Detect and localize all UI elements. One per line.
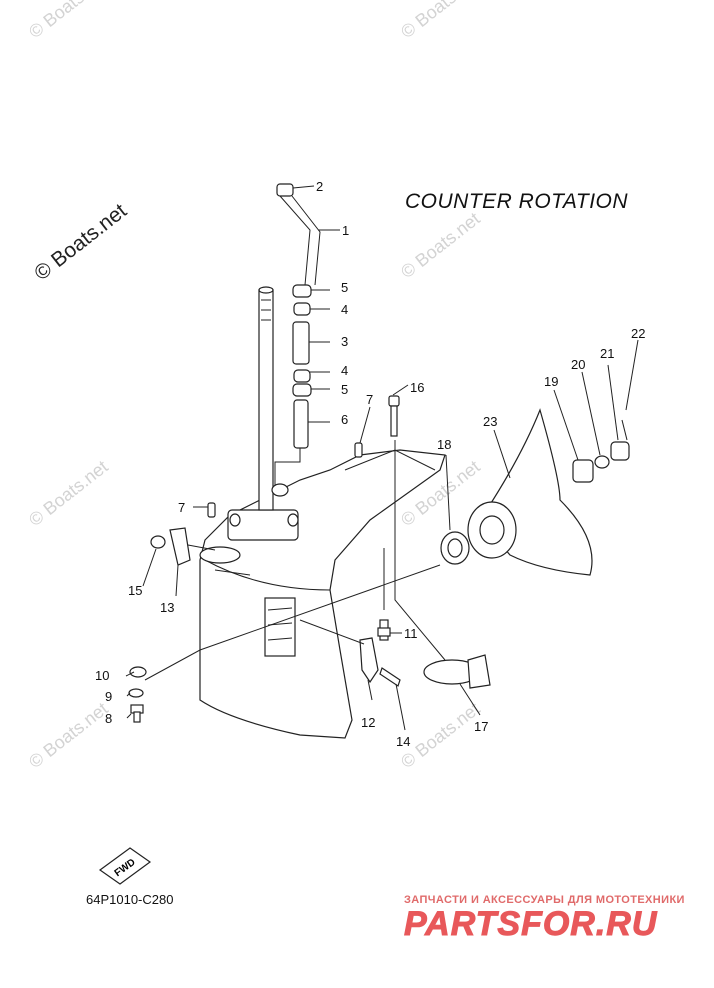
callout-20: 20 bbox=[571, 357, 585, 372]
anode-plate bbox=[423, 654, 491, 689]
callout-5: 5 bbox=[341, 280, 348, 295]
callout-3: 3 bbox=[341, 334, 348, 349]
fwd-badge: FWD bbox=[98, 847, 152, 885]
callout-2: 2 bbox=[316, 179, 323, 194]
callout-21: 21 bbox=[600, 346, 614, 361]
propeller-assembly bbox=[440, 408, 630, 576]
diagram-title: COUNTER ROTATION bbox=[405, 190, 629, 213]
leader-lines bbox=[125, 185, 639, 731]
drain-parts bbox=[128, 666, 147, 723]
callout-23: 23 bbox=[483, 414, 497, 429]
callout-9: 9 bbox=[105, 689, 112, 704]
water-tube-assembly bbox=[274, 183, 321, 486]
callout-4: 4 bbox=[341, 302, 348, 317]
callout-16: 17 bbox=[474, 719, 488, 734]
callout-10: 10 bbox=[95, 668, 109, 683]
callout-15: 15 bbox=[128, 583, 142, 598]
callout-22: 22 bbox=[631, 326, 645, 341]
callout-4b: 4 bbox=[341, 363, 348, 378]
callout-17: 16 bbox=[410, 380, 424, 395]
trim-tab-parts bbox=[359, 619, 401, 687]
callout-13: 13 bbox=[160, 600, 174, 615]
callout-12: 12 bbox=[361, 715, 375, 730]
diagram-code: 64P1010-C280 bbox=[86, 892, 174, 907]
callout-5b: 5 bbox=[341, 382, 348, 397]
callout-11: 11 bbox=[404, 626, 418, 641]
callout-19: 19 bbox=[544, 374, 558, 389]
small-parts bbox=[150, 395, 400, 566]
brand-logo: PARTSFOR.RU bbox=[403, 905, 658, 944]
callout-18: 18 bbox=[437, 437, 451, 452]
assembly-lines bbox=[144, 440, 446, 681]
brand-tagline: ЗАПЧАСТИ И АКСЕССУАРЫ ДЛЯ МОТОТЕХНИКИ bbox=[404, 894, 685, 906]
callout-7b: 7 bbox=[178, 500, 185, 515]
callout-6: 6 bbox=[341, 412, 348, 427]
drive-shaft bbox=[258, 286, 289, 511]
callout-1: 1 bbox=[342, 223, 349, 238]
callout-14: 14 bbox=[396, 734, 410, 749]
callout-8: 8 bbox=[105, 711, 112, 726]
callout-7: 7 bbox=[366, 392, 373, 407]
callout-labels: 2 1 5 4 3 4 5 6 7 16 7 15 13 10 9 8 11 1… bbox=[95, 179, 645, 749]
lower-unit-housing bbox=[199, 449, 446, 739]
